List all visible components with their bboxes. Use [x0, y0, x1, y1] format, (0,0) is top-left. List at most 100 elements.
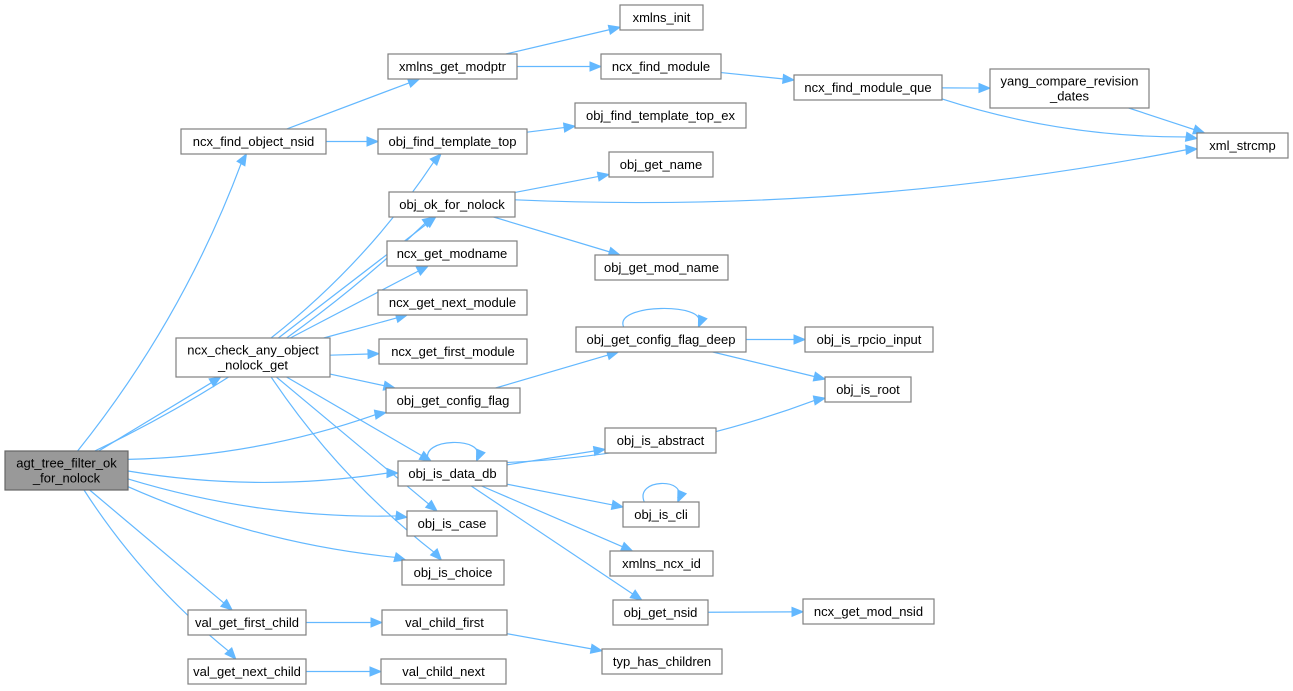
node-val-child-next[interactable]: val_child_next — [380, 658, 507, 685]
node-ncx-find-module[interactable]: ncx_find_module — [600, 53, 722, 80]
node-box — [619, 4, 704, 31]
node-label: ncx_find_module_que — [804, 80, 931, 95]
edge-obj-get-config-flag-to-obj-get-config-flag-deep — [495, 350, 620, 389]
node-obj-is-case[interactable]: obj_is_case — [406, 510, 498, 537]
arrowhead-icon — [589, 61, 603, 72]
arrowhead-icon — [394, 510, 409, 521]
node-label: obj_is_root — [836, 382, 900, 397]
node-val-get-first-child[interactable]: val_get_first_child — [187, 609, 307, 636]
node-obj-is-cli[interactable]: obj_is_cli — [622, 501, 700, 528]
arrowhead-icon — [418, 450, 433, 462]
node-xmlns-ncx-id[interactable]: xmlns_ncx_id — [609, 550, 714, 577]
node-obj-find-template-top[interactable]: obj_find_template_top — [377, 128, 528, 155]
node-typ-has-children[interactable]: typ_has_children — [601, 648, 723, 675]
edge-ncx-check-any-object-nolock-get-to-obj-find-template-top — [270, 153, 442, 339]
node-obj-is-data-db[interactable]: obj_is_data_db — [397, 460, 508, 487]
edge-ncx-find-object-nsid-to-xmlns-get-modptr — [286, 78, 421, 130]
edge-line — [277, 222, 429, 339]
node-obj-get-config-flag-deep[interactable]: obj_get_config_flag_deep — [575, 326, 747, 353]
node-obj-get-nsid[interactable]: obj_get_nsid — [612, 599, 709, 626]
node-obj-get-config-flag[interactable]: obj_get_config_flag — [385, 387, 521, 414]
node-yang-compare-revision-dates[interactable]: yang_compare_revision_dates — [989, 68, 1150, 109]
node-obj-is-abstract[interactable]: obj_is_abstract — [604, 427, 717, 454]
node-ncx-get-modname[interactable]: ncx_get_modname — [386, 240, 518, 267]
node-box — [574, 102, 747, 129]
node-obj-get-name[interactable]: obj_get_name — [608, 151, 714, 178]
node-box — [4, 450, 129, 491]
node-xmlns-init[interactable]: xmlns_init — [619, 4, 704, 31]
node-box — [187, 609, 307, 636]
arrowhead-icon — [369, 666, 383, 677]
node-label: xmlns_ncx_id — [622, 556, 701, 571]
node-label: val_child_first — [405, 615, 484, 630]
arrowhead-icon — [793, 334, 807, 345]
arrowhead-icon — [791, 606, 805, 618]
node-label: val_get_first_child — [195, 615, 299, 630]
node-box — [608, 151, 714, 178]
node-ncx-find-module-que[interactable]: ncx_find_module_que — [793, 74, 943, 101]
arrowhead-icon — [697, 314, 708, 329]
edge-line — [506, 633, 593, 650]
edge-line — [427, 441, 478, 462]
arrowhead-icon — [224, 646, 237, 660]
node-box — [612, 599, 709, 626]
node-label: ncx_get_mod_nsid — [814, 604, 923, 619]
node-label: _dates — [1049, 89, 1090, 104]
node-box — [378, 338, 528, 365]
node-obj-is-rpcio-input[interactable]: obj_is_rpcio_input — [804, 326, 934, 353]
node-xmlns-get-modptr[interactable]: xmlns_get_modptr — [387, 53, 518, 80]
node-obj-is-root[interactable]: obj_is_root — [824, 376, 912, 403]
edge-agt-tree-filter-ok-for-nolock-to-ncx-check-any-object-nolock-get — [98, 376, 222, 452]
node-box — [388, 191, 516, 218]
node-obj-ok-for-nolock[interactable]: obj_ok_for_nolock — [388, 191, 516, 218]
arrowhead-icon — [592, 445, 607, 457]
node-label: yang_compare_revision — [1000, 74, 1138, 89]
node-label: ncx_get_next_module — [389, 295, 516, 310]
node-box — [187, 658, 307, 685]
arrowhead-icon — [1185, 144, 1199, 155]
edge-ncx-find-module-que-to-yang-compare-revision-dates — [941, 82, 992, 94]
edge-line — [270, 161, 435, 339]
edge-line — [481, 485, 624, 548]
edge-line — [642, 482, 680, 503]
arrowhead-icon — [596, 171, 611, 182]
node-box — [380, 658, 507, 685]
edge-val-get-next-child-to-val-child-next — [306, 666, 383, 677]
edge-line — [77, 162, 243, 452]
node-label: obj_is_rpcio_input — [817, 332, 922, 347]
node-label: ncx_find_module — [612, 59, 710, 74]
node-label: obj_is_choice — [414, 565, 493, 580]
node-ncx-get-next-module[interactable]: ncx_get_next_module — [377, 289, 528, 316]
node-val-child-first[interactable]: val_child_first — [381, 609, 508, 636]
node-val-get-next-child[interactable]: val_get_next_child — [187, 658, 307, 685]
edge-line — [98, 381, 213, 452]
node-obj-get-mod-name[interactable]: obj_get_mod_name — [594, 254, 729, 281]
node-xml-strcmp[interactable]: xml_strcmp — [1196, 132, 1289, 159]
node-label: typ_has_children — [613, 654, 711, 669]
edge-agt-tree-filter-ok-for-nolock-to-val-get-first-child — [89, 489, 234, 611]
node-box — [175, 337, 331, 378]
edge-agt-tree-filter-ok-for-nolock-to-ncx-find-object-nsid — [77, 152, 248, 452]
node-agt-tree-filter-ok-for-nolock[interactable]: agt_tree_filter_ok_for_nolock — [4, 450, 129, 491]
edge-val-child-first-to-typ-has-children — [506, 633, 604, 654]
node-ncx-get-mod-nsid[interactable]: ncx_get_mod_nsid — [802, 598, 935, 625]
nodes-layer: agt_tree_filter_ok_for_nolock ncx_find_ob… — [4, 4, 1289, 685]
node-label: val_child_next — [402, 664, 485, 679]
node-label: obj_get_name — [620, 157, 702, 172]
edge-line — [127, 478, 398, 517]
node-ncx-check-any-object-nolock-get[interactable]: ncx_check_any_object_nolock_get — [175, 337, 331, 378]
node-label: obj_get_config_flag_deep — [587, 332, 736, 347]
node-label: obj_get_nsid — [624, 605, 698, 620]
node-ncx-get-first-module[interactable]: ncx_get_first_module — [378, 338, 528, 365]
node-obj-find-template-top-ex[interactable]: obj_find_template_top_ex — [574, 102, 747, 129]
arrowhead-icon — [1184, 131, 1199, 142]
node-label: _nolock_get — [217, 358, 288, 373]
edge-line — [1128, 107, 1196, 131]
node-obj-is-choice[interactable]: obj_is_choice — [401, 559, 505, 586]
node-ncx-find-object-nsid[interactable]: ncx_find_object_nsid — [180, 128, 327, 155]
edge-line — [712, 351, 816, 378]
node-label: ncx_find_object_nsid — [193, 134, 314, 149]
edge-line — [941, 98, 1188, 138]
node-box — [600, 53, 722, 80]
